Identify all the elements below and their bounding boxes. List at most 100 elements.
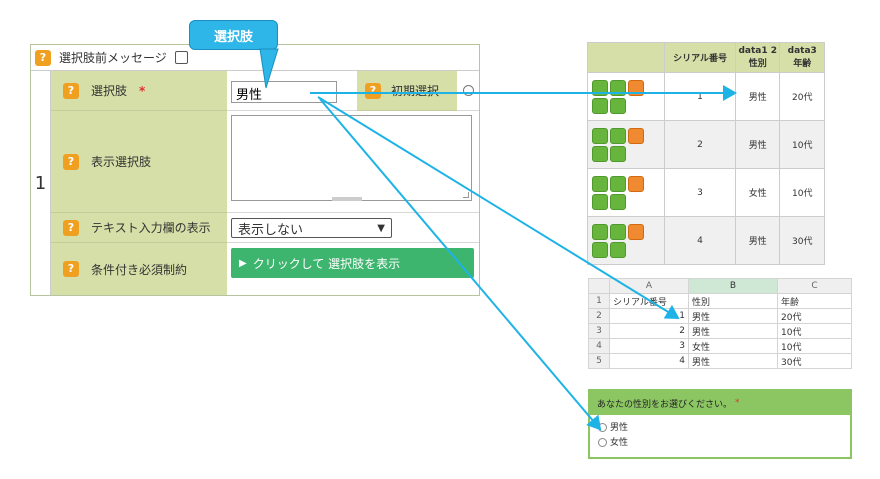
row-number: 1 bbox=[31, 71, 51, 295]
question-options: 男性 女性 bbox=[590, 415, 850, 457]
question-text: あなたの性別をお選びください。 bbox=[597, 399, 733, 410]
cell-age: 10代 bbox=[779, 120, 825, 169]
help-icon[interactable]: ? bbox=[35, 49, 51, 66]
insert-above-icon[interactable] bbox=[592, 193, 608, 210]
help-icon[interactable]: ? bbox=[63, 153, 79, 170]
sheet-col-header[interactable]: A bbox=[609, 278, 689, 294]
table-header-serial: シリアル番号 bbox=[664, 42, 736, 73]
sheet-cell[interactable]: 10代 bbox=[777, 338, 852, 354]
show-choices-button[interactable]: ▶ クリックして 選択肢を表示 bbox=[231, 248, 474, 278]
sheet-cell[interactable]: 2 bbox=[609, 323, 689, 339]
choice-label: 選択肢 bbox=[91, 84, 128, 98]
radio-icon[interactable] bbox=[598, 438, 607, 447]
textarea-scroll-handle[interactable] bbox=[332, 197, 362, 201]
radio-icon[interactable] bbox=[598, 423, 607, 432]
delete-icon[interactable] bbox=[628, 127, 644, 144]
show-choices-button-label: クリックして 選択肢を表示 bbox=[252, 256, 401, 271]
sheet-row-number[interactable]: 3 bbox=[588, 323, 610, 339]
insert-below-icon[interactable] bbox=[610, 97, 626, 114]
edit-icon[interactable] bbox=[610, 127, 626, 144]
required-mark: * bbox=[139, 83, 146, 98]
copy-icon[interactable] bbox=[592, 79, 608, 96]
sheet-row-number[interactable]: 2 bbox=[588, 308, 610, 324]
edit-icon[interactable] bbox=[610, 223, 626, 240]
sheet-col-header[interactable]: B bbox=[688, 278, 778, 294]
cell-serial: 3 bbox=[664, 168, 736, 217]
insert-above-icon[interactable] bbox=[592, 145, 608, 162]
sheet-row: 5 4 男性 30代 bbox=[588, 353, 852, 369]
insert-above-icon[interactable] bbox=[592, 241, 608, 258]
resize-grip-icon[interactable] bbox=[463, 192, 469, 198]
choice-settings-form: ? 選択肢前メッセージ 1 ? 選択肢 * 男性 ? 初期選択 ? 表示選択肢 … bbox=[30, 44, 480, 296]
cell-age: 20代 bbox=[779, 72, 825, 121]
play-icon: ▶ bbox=[239, 257, 247, 269]
option-label: 男性 bbox=[610, 423, 629, 433]
table-row: 4 男性 30代 bbox=[586, 216, 825, 265]
sheet-cell[interactable]: 男性 bbox=[688, 308, 778, 324]
sheet-row-number[interactable]: 5 bbox=[588, 353, 610, 369]
cell-gender: 男性 bbox=[734, 72, 781, 121]
text-field-select-value: 表示しない bbox=[238, 222, 304, 238]
help-icon[interactable]: ? bbox=[63, 219, 79, 236]
sheet-cell[interactable]: シリアル番号 bbox=[609, 293, 689, 309]
sheet-row-number[interactable]: 4 bbox=[588, 338, 610, 354]
callout-choice: 選択肢 bbox=[189, 20, 278, 50]
copy-icon[interactable] bbox=[592, 175, 608, 192]
sheet-corner[interactable] bbox=[588, 278, 610, 294]
help-icon[interactable]: ? bbox=[63, 261, 79, 277]
question-header: あなたの性別をお選びください。 * bbox=[590, 391, 850, 415]
choice-input[interactable]: 男性 bbox=[231, 81, 337, 103]
sheet-row-number[interactable]: 1 bbox=[588, 293, 610, 309]
cell-serial: 4 bbox=[664, 216, 736, 265]
insert-above-icon[interactable] bbox=[592, 97, 608, 114]
cell-age: 30代 bbox=[779, 216, 825, 265]
sheet-cell[interactable]: 男性 bbox=[688, 353, 778, 369]
question-preview: あなたの性別をお選びください。 * 男性 女性 bbox=[588, 389, 852, 459]
cell-serial: 2 bbox=[664, 120, 736, 169]
text-field-label: テキスト入力欄の表示 bbox=[91, 221, 211, 235]
sheet-cell[interactable]: 20代 bbox=[777, 308, 852, 324]
sheet-cell[interactable]: 3 bbox=[609, 338, 689, 354]
cell-gender: 女性 bbox=[734, 168, 781, 217]
sheet-cell[interactable]: 年齢 bbox=[777, 293, 852, 309]
text-field-select[interactable]: 表示しない ▼ bbox=[231, 218, 392, 238]
insert-below-icon[interactable] bbox=[610, 241, 626, 258]
sheet-cell[interactable]: 性別 bbox=[688, 293, 778, 309]
option-male[interactable]: 男性 bbox=[598, 421, 842, 436]
sheet-row: 3 2 男性 10代 bbox=[588, 323, 852, 339]
option-label: 女性 bbox=[610, 438, 629, 448]
sheet-cell[interactable]: 4 bbox=[609, 353, 689, 369]
sheet-row: 1 シリアル番号 性別 年齢 bbox=[588, 293, 852, 309]
help-icon[interactable]: ? bbox=[63, 82, 79, 99]
text-field-label-cell: ? テキスト入力欄の表示 bbox=[51, 213, 227, 243]
edit-icon[interactable] bbox=[610, 79, 626, 96]
pre-choice-message-checkbox[interactable] bbox=[174, 51, 188, 64]
delete-icon[interactable] bbox=[628, 175, 644, 192]
insert-below-icon[interactable] bbox=[610, 193, 626, 210]
help-icon[interactable]: ? bbox=[365, 82, 381, 99]
table-row: 2 男性 10代 bbox=[586, 120, 825, 169]
default-selection-label: 初期選択 bbox=[391, 84, 440, 98]
delete-icon[interactable] bbox=[628, 79, 644, 96]
sheet-cell[interactable]: 1 bbox=[609, 308, 689, 324]
sheet-col-header[interactable]: C bbox=[777, 278, 852, 294]
pre-choice-message-row: ? 選択肢前メッセージ bbox=[31, 45, 479, 71]
table-row: 1 男性 20代 bbox=[586, 72, 825, 121]
display-choice-textarea[interactable] bbox=[231, 115, 472, 201]
sheet-cell[interactable]: 男性 bbox=[688, 323, 778, 339]
option-female[interactable]: 女性 bbox=[598, 436, 842, 451]
default-selection-radio[interactable] bbox=[463, 85, 474, 96]
sheet-cell[interactable]: 10代 bbox=[777, 323, 852, 339]
edit-icon[interactable] bbox=[610, 175, 626, 192]
data-table: シリアル番号 data1 2 性別 data3 年齢 1 男性 20代 2 男性… bbox=[586, 42, 825, 265]
delete-icon[interactable] bbox=[628, 223, 644, 240]
sheet-cell[interactable]: 女性 bbox=[688, 338, 778, 354]
copy-icon[interactable] bbox=[592, 223, 608, 240]
display-choice-label-cell: ? 表示選択肢 bbox=[51, 111, 227, 213]
copy-icon[interactable] bbox=[592, 127, 608, 144]
insert-below-icon[interactable] bbox=[610, 145, 626, 162]
display-choice-label: 表示選択肢 bbox=[91, 155, 152, 169]
sheet-cell[interactable]: 30代 bbox=[777, 353, 852, 369]
cell-serial: 1 bbox=[664, 72, 736, 121]
cell-gender: 男性 bbox=[734, 120, 781, 169]
